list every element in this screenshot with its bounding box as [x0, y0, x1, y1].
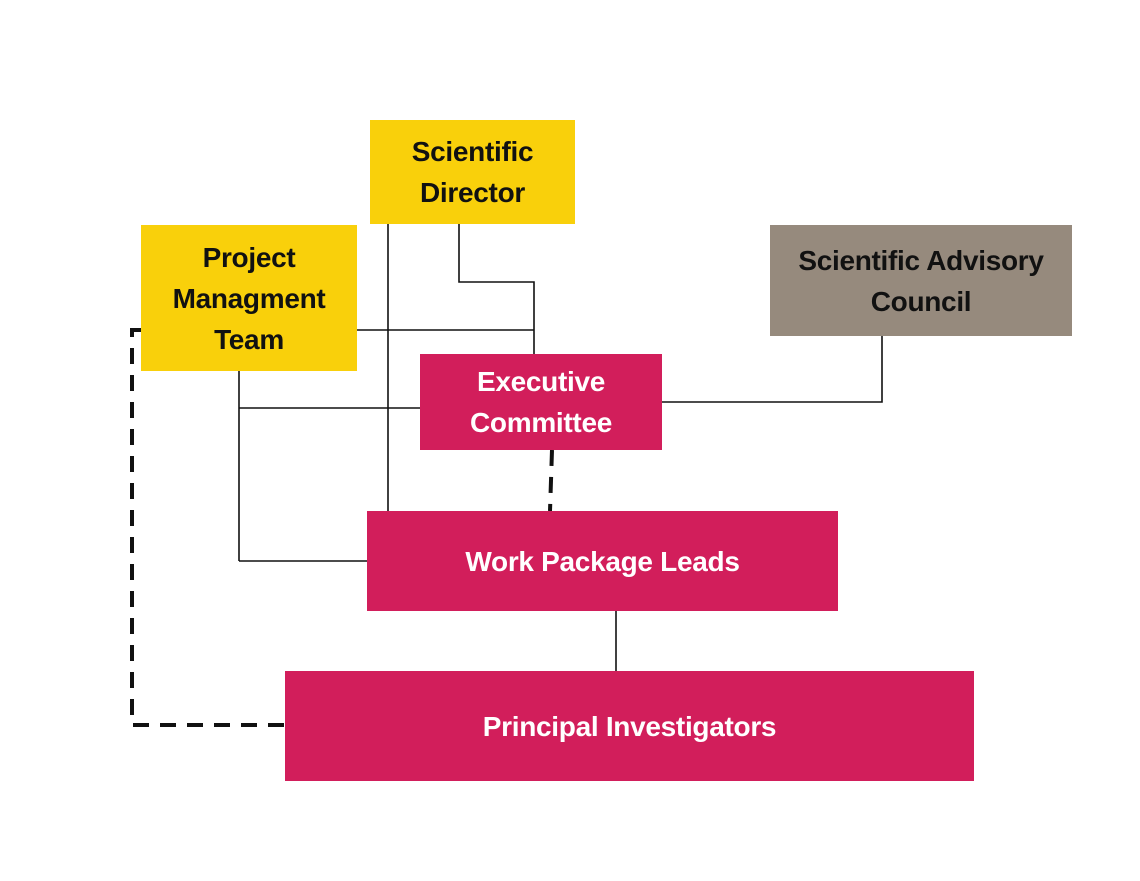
node-project-management-team: Project Managment Team: [141, 225, 357, 371]
node-work-package-leads: Work Package Leads: [367, 511, 838, 611]
dashed-connector-ec-wpl: [548, 449, 554, 512]
node-principal-investigators: Principal Investigators: [285, 671, 974, 781]
node-scientific-advisory-council: Scientific Advisory Council: [770, 225, 1072, 336]
connector-ec-sac: [662, 336, 883, 403]
node-scientific-director: Scientific Director: [370, 120, 575, 224]
dashed-connector-pmt-pi: [130, 328, 285, 727]
connector-sd-ec: [458, 224, 535, 354]
node-executive-committee: Executive Committee: [420, 354, 662, 450]
